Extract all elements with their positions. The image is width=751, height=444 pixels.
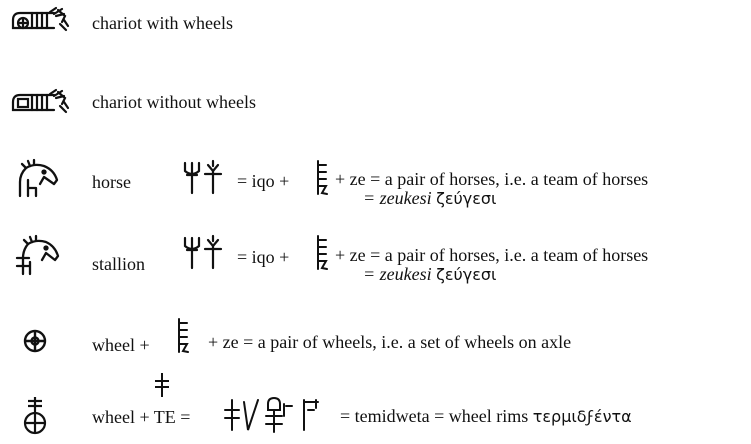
- stallion-label: stallion: [92, 254, 145, 274]
- stallion-zeukesi: = zeukesi: [363, 264, 432, 284]
- iqo-sign-icon: [183, 234, 223, 270]
- stallion-greek: ζεύγεσι: [436, 265, 497, 284]
- wheel-pair-eq: + ze = a pair of wheels, i.e. a set of w…: [208, 332, 572, 352]
- horse-transliteration: = zeukesi ζεύγεσι: [363, 187, 496, 210]
- chariot-wheels-icon: [11, 6, 70, 32]
- wheel-te-eq: = temidweta = wheel rims τερμιδϝέντα: [340, 405, 632, 428]
- horse-eq-part2: + ze = a pair of horses, i.e. a team of …: [335, 169, 649, 189]
- wheel-label: wheel +: [92, 335, 150, 355]
- iqo-sign-icon: [183, 159, 223, 195]
- chariot-no-wheels-icon: [11, 88, 70, 114]
- temidweta-text: = temidweta = wheel rims: [340, 406, 529, 426]
- ze-sign-icon: [317, 235, 328, 270]
- ze-sign-icon: [317, 160, 328, 195]
- stallion-transliteration: = zeukesi ζεύγεσι: [363, 263, 496, 286]
- te-sign-icon: [155, 373, 169, 397]
- ze-sign-icon: [178, 318, 189, 353]
- temidweta-greek: τερμιδϝέντα: [532, 407, 632, 426]
- chariot-with-wheels-text: chariot with wheels: [92, 13, 233, 33]
- chariot-without-wheels-text: chariot without wheels: [92, 92, 256, 112]
- horse-zeukesi: = zeukesi: [363, 188, 432, 208]
- horse-greek: ζεύγεσι: [436, 189, 497, 208]
- temidweta-signs-icon: [224, 396, 319, 433]
- stallion-eq-part1: = iqo +: [237, 247, 290, 267]
- wheel-te-icon: [23, 397, 47, 435]
- wheel-icon: [23, 329, 47, 353]
- horse-label: horse: [92, 172, 131, 192]
- stallion-head-icon: [15, 234, 60, 276]
- horse-head-icon: [18, 158, 59, 198]
- stallion-eq-part2: + ze = a pair of horses, i.e. a team of …: [335, 245, 649, 265]
- wheel-te-label: wheel + TE =: [92, 407, 191, 427]
- horse-eq-part1: = iqo +: [237, 171, 290, 191]
